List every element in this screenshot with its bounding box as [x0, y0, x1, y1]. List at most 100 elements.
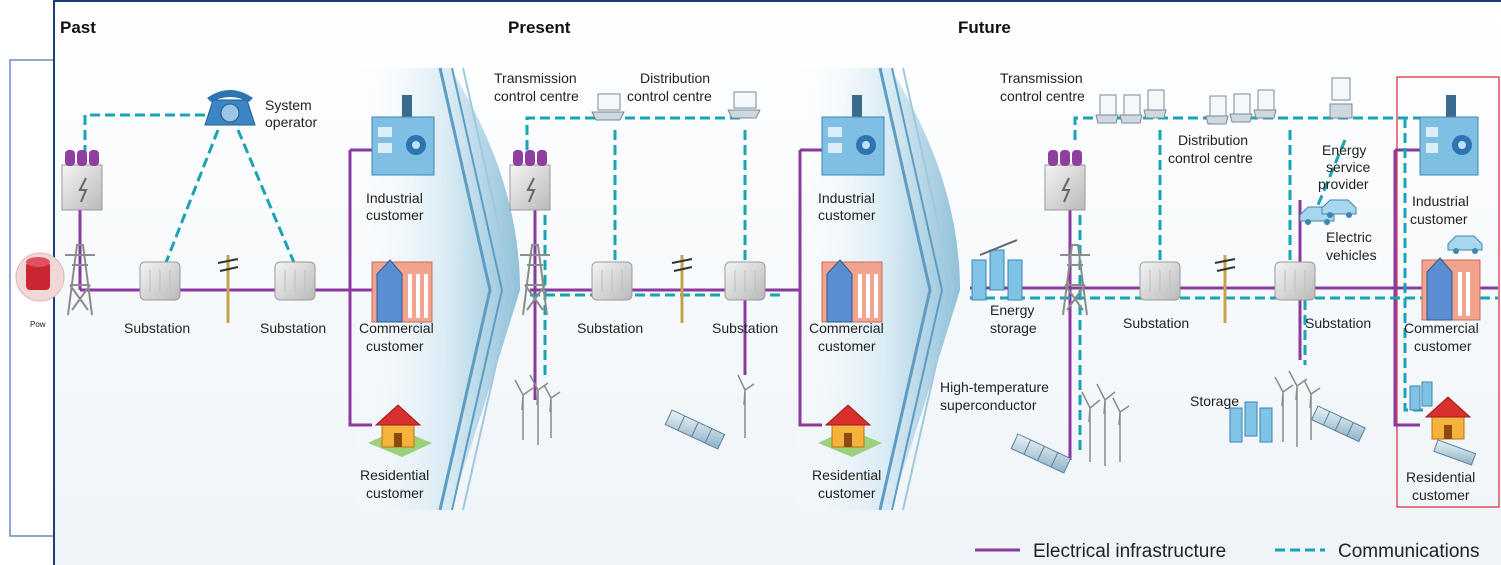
label-future-substation-2: Substation — [1305, 315, 1371, 331]
label-future-storage: Storage — [1190, 393, 1239, 409]
legend: Electrical infrastructure Communications — [975, 541, 1480, 562]
label-electric-vehicles-1: Electric — [1326, 229, 1372, 245]
label-system-operator-1: System — [265, 97, 312, 113]
label-energy-service-1: Energy — [1322, 142, 1366, 158]
house-icon — [818, 404, 882, 457]
label-past-residential-1: Residential — [360, 467, 429, 483]
label-future-distribution-1: Distribution — [1178, 132, 1248, 148]
power-plant-icon — [61, 150, 103, 211]
label-future-commercial-1: Commercial — [1404, 320, 1479, 336]
label-past-residential-2: customer — [366, 485, 424, 501]
legend-electrical-label: Electrical infrastructure — [1033, 541, 1226, 562]
substation-icon — [274, 261, 316, 301]
solar-panel-icon — [1010, 433, 1072, 474]
section-title-present: Present — [508, 18, 571, 37]
label-future-industrial-2: customer — [1410, 211, 1468, 227]
section-title-past: Past — [60, 18, 96, 37]
power-plant-icon — [509, 150, 551, 211]
label-past-substation-1: Substation — [124, 320, 190, 336]
label-energy-service-2: service — [1326, 159, 1371, 175]
solar-panel-icon — [1433, 439, 1477, 466]
left-logo-icon: Pow — [15, 252, 65, 329]
label-present-transmission-2: control centre — [494, 88, 579, 104]
label-present-residential-1: Residential — [812, 467, 881, 483]
house-icon — [368, 404, 432, 457]
transmission-tower-icon — [1060, 244, 1090, 316]
computer-icon — [591, 93, 625, 121]
label-present-transmission-1: Transmission — [494, 70, 577, 86]
label-past-substation-2: Substation — [260, 320, 326, 336]
label-future-residential-1: Residential — [1406, 469, 1475, 485]
computer-icon — [1205, 95, 1229, 125]
transmission-tower-icon — [65, 244, 95, 316]
computer-icon — [1095, 94, 1119, 124]
wind-turbine-icon — [514, 370, 1321, 466]
computer-icon — [1229, 93, 1253, 123]
label-present-substation-1: Substation — [577, 320, 643, 336]
factory-icon — [371, 95, 435, 176]
label-electric-vehicles-2: vehicles — [1326, 247, 1377, 263]
section-title-future: Future — [958, 18, 1011, 37]
label-present-substation-2: Substation — [712, 320, 778, 336]
computer-icon — [1329, 77, 1353, 119]
substation-icon — [1274, 261, 1316, 301]
factory-icon — [821, 95, 885, 176]
commercial-building-icon — [1421, 257, 1481, 321]
label-system-operator-2: operator — [265, 114, 317, 130]
label-energy-storage-1: Energy — [990, 302, 1034, 318]
computer-icon — [1253, 89, 1277, 119]
label-present-commercial-1: Commercial — [809, 320, 884, 336]
substation-icon — [724, 261, 766, 301]
label-superconductor-1: High-temperature — [940, 379, 1049, 395]
commercial-building-icon — [821, 259, 883, 323]
present-communication-lines — [525, 116, 780, 380]
power-plant-icon — [1044, 150, 1086, 211]
utility-pole-icon — [217, 255, 239, 323]
label-past-industrial-2: customer — [366, 207, 424, 223]
storage-icon — [1409, 381, 1433, 411]
utility-pole-icon — [671, 255, 693, 323]
label-past-commercial-2: customer — [366, 338, 424, 354]
label-energy-storage-2: storage — [990, 320, 1037, 336]
computer-icon — [1143, 89, 1167, 119]
label-present-distribution-1: Distribution — [640, 70, 710, 86]
energy-storage-icon — [971, 239, 1023, 301]
label-future-commercial-2: customer — [1414, 338, 1472, 354]
commercial-building-icon — [371, 259, 433, 323]
label-present-distribution-2: control centre — [627, 88, 712, 104]
computer-icon — [727, 91, 761, 119]
electric-vehicle-icon — [1321, 199, 1357, 218]
label-superconductor-2: superconductor — [940, 397, 1037, 413]
label-present-industrial-1: Industrial — [818, 190, 875, 206]
future-customers-highlight — [1396, 76, 1500, 508]
factory-icon — [1419, 95, 1479, 176]
legend-communications-label: Communications — [1338, 541, 1480, 562]
label-present-commercial-2: customer — [818, 338, 876, 354]
label-past-commercial-1: Commercial — [359, 320, 434, 336]
label-future-transmission-1: Transmission — [1000, 70, 1083, 86]
label-present-industrial-2: customer — [818, 207, 876, 223]
utility-pole-icon — [1214, 255, 1236, 323]
past-communication-lines — [83, 113, 297, 266]
computer-icon — [1119, 94, 1143, 124]
label-energy-service-3: provider — [1318, 176, 1369, 192]
label-future-substation-1: Substation — [1123, 315, 1189, 331]
label-past-industrial-1: Industrial — [366, 190, 423, 206]
transmission-tower-icon — [520, 244, 550, 316]
divider-1 — [350, 67, 520, 511]
label-future-transmission-2: control centre — [1000, 88, 1085, 104]
electric-vehicle-icon — [1447, 235, 1483, 254]
substation-icon — [1139, 261, 1181, 301]
label-future-distribution-2: control centre — [1168, 150, 1253, 166]
solar-panel-icon — [664, 409, 726, 450]
substation-icon — [139, 261, 181, 301]
label-future-residential-2: customer — [1412, 487, 1470, 503]
substation-icon — [591, 261, 633, 301]
left-logo-text: Pow — [30, 320, 46, 329]
solar-panel-icon — [1310, 405, 1366, 443]
storage-icon — [1229, 401, 1273, 443]
telephone-icon — [204, 90, 256, 126]
house-icon — [1424, 396, 1472, 440]
